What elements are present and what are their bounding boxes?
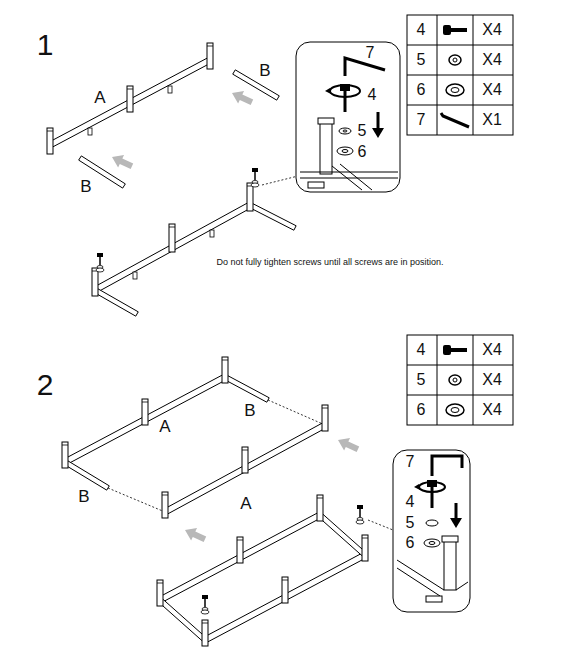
leader-line <box>368 520 393 530</box>
callout-number: 7 <box>365 45 376 61</box>
table-cell: 4 <box>416 342 427 358</box>
table-cell: X4 <box>481 82 503 98</box>
direction-arrow <box>109 151 135 173</box>
screw-head <box>97 253 103 257</box>
frame-bar <box>318 513 366 557</box>
table-cell: X4 <box>481 372 503 388</box>
part-letter: A <box>158 418 171 435</box>
part-letter: B <box>77 488 90 505</box>
leg-post <box>362 535 368 561</box>
screw-head <box>252 168 258 172</box>
leg-post <box>47 128 53 154</box>
table-cell: 7 <box>416 112 427 128</box>
leader-line <box>262 176 298 185</box>
leg-post <box>169 224 175 252</box>
parts-table <box>407 15 513 135</box>
leg-post <box>207 43 213 69</box>
part-letter: A <box>93 89 106 106</box>
parts-table <box>407 335 513 425</box>
frame-tab <box>88 128 92 135</box>
frame-bar <box>94 288 138 316</box>
leg-post <box>322 405 328 431</box>
frame-bar <box>158 598 206 642</box>
leg-post <box>162 492 168 518</box>
leg-post <box>202 620 208 646</box>
frame-bar <box>249 203 296 230</box>
table-cell: X4 <box>481 342 503 358</box>
callout-number: 5 <box>405 515 416 531</box>
leg-post <box>237 537 243 563</box>
leader-line <box>108 488 165 512</box>
drawing <box>47 15 513 646</box>
direction-arrow <box>182 524 208 546</box>
callout-number: 5 <box>357 123 368 139</box>
table-cell: X4 <box>481 22 503 38</box>
callout-number: 7 <box>405 454 416 470</box>
leg-post <box>242 447 248 473</box>
note-text: Do not fully tighten screws until all sc… <box>215 258 444 267</box>
leg-post <box>282 577 288 603</box>
frame-bar <box>64 374 227 464</box>
direction-arrow <box>335 434 361 456</box>
part-letter: B <box>79 178 92 195</box>
frame-tab <box>210 230 214 237</box>
frame-bar <box>224 375 269 402</box>
table-cell: 5 <box>416 372 427 388</box>
callout-number: 4 <box>367 87 378 103</box>
hex-key <box>432 456 462 476</box>
table-cell: X1 <box>481 112 503 128</box>
frame-tab <box>133 272 137 279</box>
frame-tab <box>168 86 172 93</box>
table-cell: 4 <box>416 22 427 38</box>
detail-inset <box>393 450 470 612</box>
table-cell: 5 <box>416 52 427 68</box>
leg-post <box>62 442 68 468</box>
table-cell: X4 <box>481 402 503 418</box>
frame-bar <box>64 460 110 490</box>
step-number: 2 <box>36 370 55 400</box>
part-letter: A <box>239 495 252 512</box>
frame-bar <box>49 57 212 147</box>
part-letter: B <box>243 402 256 419</box>
direction-arrow <box>229 87 255 109</box>
step-number: 1 <box>36 30 55 60</box>
table-cell: 6 <box>416 82 427 98</box>
leg-post <box>127 86 133 112</box>
screw-head <box>357 505 363 509</box>
table-cell: X4 <box>481 52 503 68</box>
leader-line <box>268 400 325 425</box>
screw-head <box>202 595 208 599</box>
callout-number: 6 <box>405 535 416 551</box>
leg-post <box>92 268 98 296</box>
table-cell: 6 <box>416 402 427 418</box>
leg-post <box>247 183 253 211</box>
leg-post <box>157 580 163 606</box>
frame-bar <box>94 202 252 292</box>
part-letter: B <box>258 62 271 79</box>
leg-post <box>222 357 228 383</box>
leg-post <box>142 399 148 425</box>
frame-bar <box>204 552 367 642</box>
leg-post <box>317 495 323 521</box>
detail-inset <box>296 42 400 192</box>
frame-bar <box>164 422 327 514</box>
callout-number: 6 <box>357 144 368 160</box>
callout-number: 4 <box>405 494 416 510</box>
